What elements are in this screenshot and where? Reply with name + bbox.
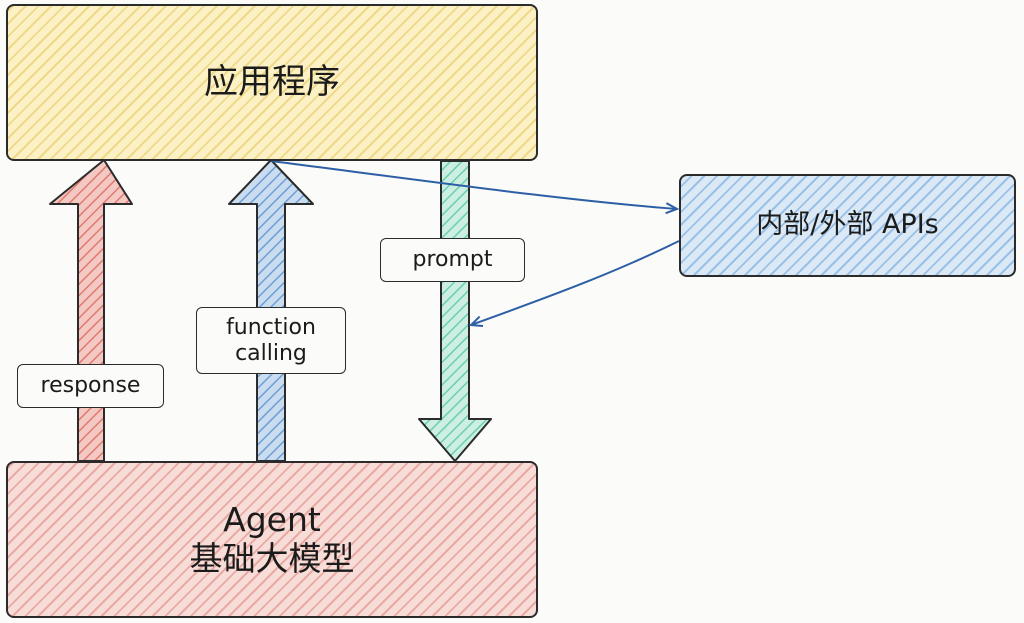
response-label: response: [17, 364, 164, 408]
function-calling-label-line2: calling: [235, 340, 307, 366]
app-node-title: 应用程序: [204, 62, 340, 103]
function-calling-label: function calling: [196, 307, 346, 374]
api-to-prompt-connector: [471, 240, 680, 325]
response-arrow: [49, 159, 133, 462]
prompt-label: prompt: [380, 238, 525, 282]
prompt-arrow: [418, 160, 492, 462]
prompt-label-text: prompt: [412, 247, 493, 273]
app-node: 应用程序: [6, 4, 538, 161]
agent-node-title-cn: 基础大模型: [189, 538, 355, 578]
function-calling-label-line1: function: [226, 315, 316, 341]
app-to-api-connector: [270, 160, 677, 209]
agent-node-title-en: Agent: [223, 499, 321, 539]
agent-node: Agent 基础大模型: [6, 461, 538, 618]
api-node-title: 内部/外部 APIs: [756, 209, 939, 241]
api-node: 内部/外部 APIs: [679, 174, 1016, 277]
response-label-text: response: [40, 373, 141, 399]
